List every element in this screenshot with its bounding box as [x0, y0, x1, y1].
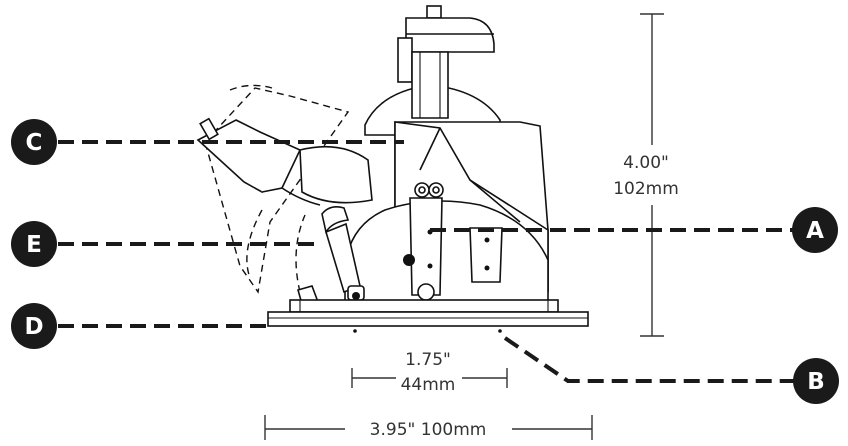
mounting-bracket [403, 182, 444, 301]
opening-dimension-inches: 1.75" [405, 350, 451, 370]
svg-text:C: C [26, 130, 43, 156]
callout-b: B [793, 358, 839, 404]
callout-c: C [11, 119, 57, 165]
svg-text:B: B [807, 369, 825, 395]
width-dimension-label: 3.95" 100mm [370, 420, 487, 440]
tilted-position-outline [204, 84, 350, 294]
callout-e: E [11, 221, 57, 267]
height-dimension [640, 13, 664, 337]
width-dimension [264, 415, 593, 440]
callout-a: A [792, 207, 838, 253]
side-plate [469, 227, 503, 283]
housing-drawing [196, 5, 589, 333]
opening-dimension [351, 368, 508, 388]
callout-d: D [11, 303, 57, 349]
opening-dimension-mm: 44mm [401, 375, 456, 395]
spring-clip [321, 206, 365, 301]
lamp-head [196, 117, 373, 206]
svg-text:A: A [806, 218, 824, 244]
leader-b [503, 336, 798, 383]
svg-text:E: E [26, 232, 42, 258]
height-dimension-inches: 4.00" [623, 153, 669, 173]
height-dimension-mm: 102mm [613, 179, 679, 199]
svg-text:D: D [24, 314, 43, 340]
trim-flange [267, 299, 589, 333]
junction-box [397, 5, 495, 119]
